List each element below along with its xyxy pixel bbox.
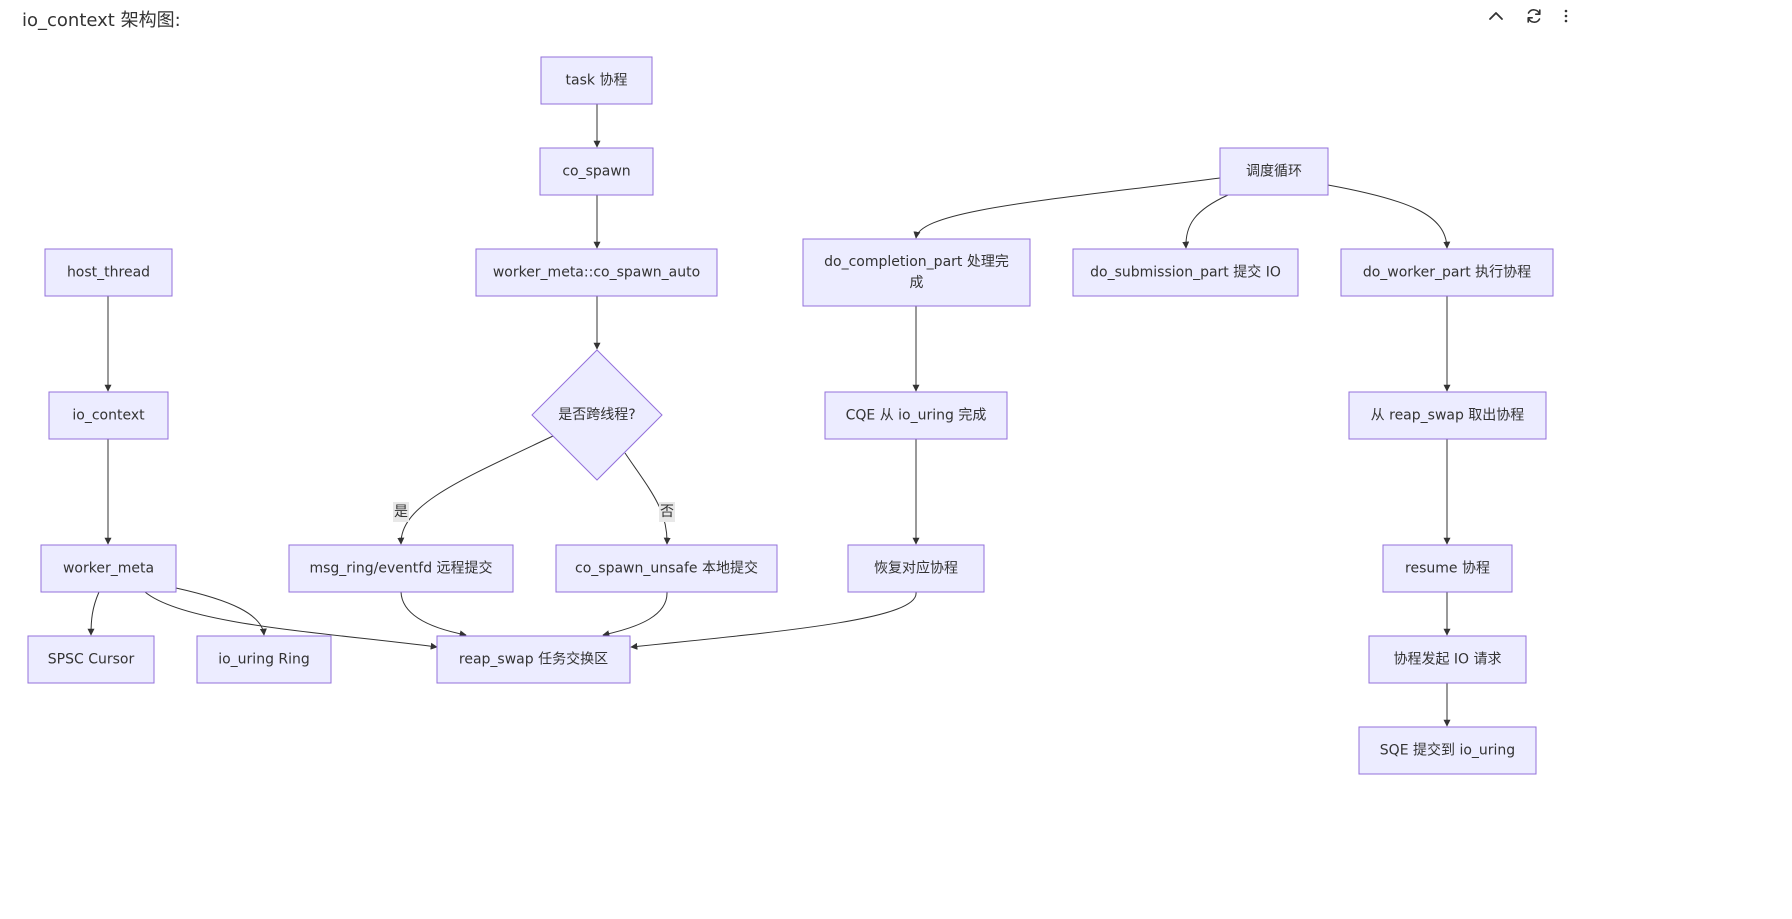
node-submission[interactable]: do_submission_part 提交 IO	[1072, 248, 1299, 297]
node-label: SPSC Cursor	[48, 652, 135, 668]
node-sched[interactable]: 调度循环	[1219, 147, 1329, 196]
node-resume-corr[interactable]: 恢复对应协程	[847, 544, 985, 593]
node-co-spawn-auto[interactable]: worker_meta::co_spawn_auto	[475, 248, 718, 297]
node-label: io_uring Ring	[218, 652, 310, 668]
node-sqe[interactable]: SQE 提交到 io_uring	[1358, 726, 1537, 775]
node-label: worker_meta	[63, 561, 154, 577]
node-io-context[interactable]: io_context	[48, 391, 169, 440]
edge-label-cross_thread-to-msg_ring: 是	[393, 502, 409, 522]
node-worker-part[interactable]: do_worker_part 执行协程	[1340, 248, 1554, 297]
node-label: co_spawn	[562, 164, 630, 180]
node-take[interactable]: 从 reap_swap 取出协程	[1348, 391, 1547, 440]
node-cross-thread[interactable]: 是否跨线程?	[531, 349, 663, 481]
edge-resume_corr-to-reap_swap	[630, 591, 917, 650]
node-ring[interactable]: io_uring Ring	[196, 635, 332, 684]
node-label: CQE 从 io_uring 完成	[846, 408, 987, 424]
edge-cross_thread-to-spawn_unsafe	[624, 452, 671, 545]
node-label: do_submission_part 提交 IO	[1090, 264, 1281, 281]
node-spawn-unsafe[interactable]: co_spawn_unsafe 本地提交	[555, 544, 778, 593]
node-spsc[interactable]: SPSC Cursor	[27, 635, 155, 684]
edge-worker_meta-to-ring	[175, 587, 267, 636]
edge-sched-to-worker_part	[1327, 184, 1451, 249]
node-initiate[interactable]: 协程发起 IO 请求	[1368, 635, 1527, 684]
node-label: host_thread	[67, 265, 150, 281]
more-vertical-icon[interactable]	[1554, 4, 1578, 28]
edge-spawn_unsafe-to-reap_swap	[602, 591, 668, 638]
chevron-up-icon[interactable]	[1484, 4, 1508, 28]
node-label: io_context	[72, 408, 145, 424]
node-host-thread[interactable]: host_thread	[44, 248, 173, 297]
svg-text:是: 是	[394, 504, 408, 520]
edge-sched-to-submission	[1182, 194, 1229, 249]
svg-text:否: 否	[660, 504, 674, 520]
node-label: co_spawn_unsafe 本地提交	[575, 560, 758, 577]
edge-worker_meta-to-spsc	[87, 591, 100, 636]
node-worker-meta[interactable]: worker_meta	[40, 544, 177, 593]
node-label: task 协程	[566, 73, 628, 89]
node-label: reap_swap 任务交换区	[459, 651, 608, 668]
edge-worker_meta-to-reap_swap	[144, 591, 438, 650]
node-resume[interactable]: resume 协程	[1382, 544, 1513, 593]
page-title: io_context 架构图:	[22, 10, 181, 31]
refresh-icon[interactable]	[1522, 4, 1546, 28]
edge-msg_ring-to-reap_swap	[400, 591, 467, 638]
node-task[interactable]: task 协程	[540, 56, 653, 105]
node-label: 协程发起 IO 请求	[1393, 652, 1501, 668]
node-label-line-2: 成	[910, 275, 924, 291]
node-label: 恢复对应协程	[874, 560, 958, 577]
node-label: 从 reap_swap 取出协程	[1371, 408, 1525, 424]
node-label-line-1: do_completion_part 处理完	[824, 254, 1009, 270]
edge-cross_thread-to-msg_ring	[397, 435, 554, 545]
edge-sched-to-completion	[913, 177, 1221, 239]
node-label: 是否跨线程?	[558, 407, 635, 423]
node-cqe[interactable]: CQE 从 io_uring 完成	[824, 391, 1008, 440]
node-msg-ring[interactable]: msg_ring/eventfd 远程提交	[288, 544, 514, 593]
node-label: msg_ring/eventfd 远程提交	[309, 560, 492, 577]
node-label: SQE 提交到 io_uring	[1380, 742, 1515, 759]
node-label: worker_meta::co_spawn_auto	[493, 265, 700, 281]
node-label: 调度循环	[1246, 164, 1302, 180]
node-reap-swap[interactable]: reap_swap 任务交换区	[436, 635, 631, 684]
node-label: do_worker_part 执行协程	[1363, 265, 1531, 281]
node-label: resume 协程	[1405, 561, 1490, 577]
edge-label-cross_thread-to-spawn_unsafe: 否	[659, 502, 675, 522]
node-co-spawn[interactable]: co_spawn	[539, 147, 654, 196]
